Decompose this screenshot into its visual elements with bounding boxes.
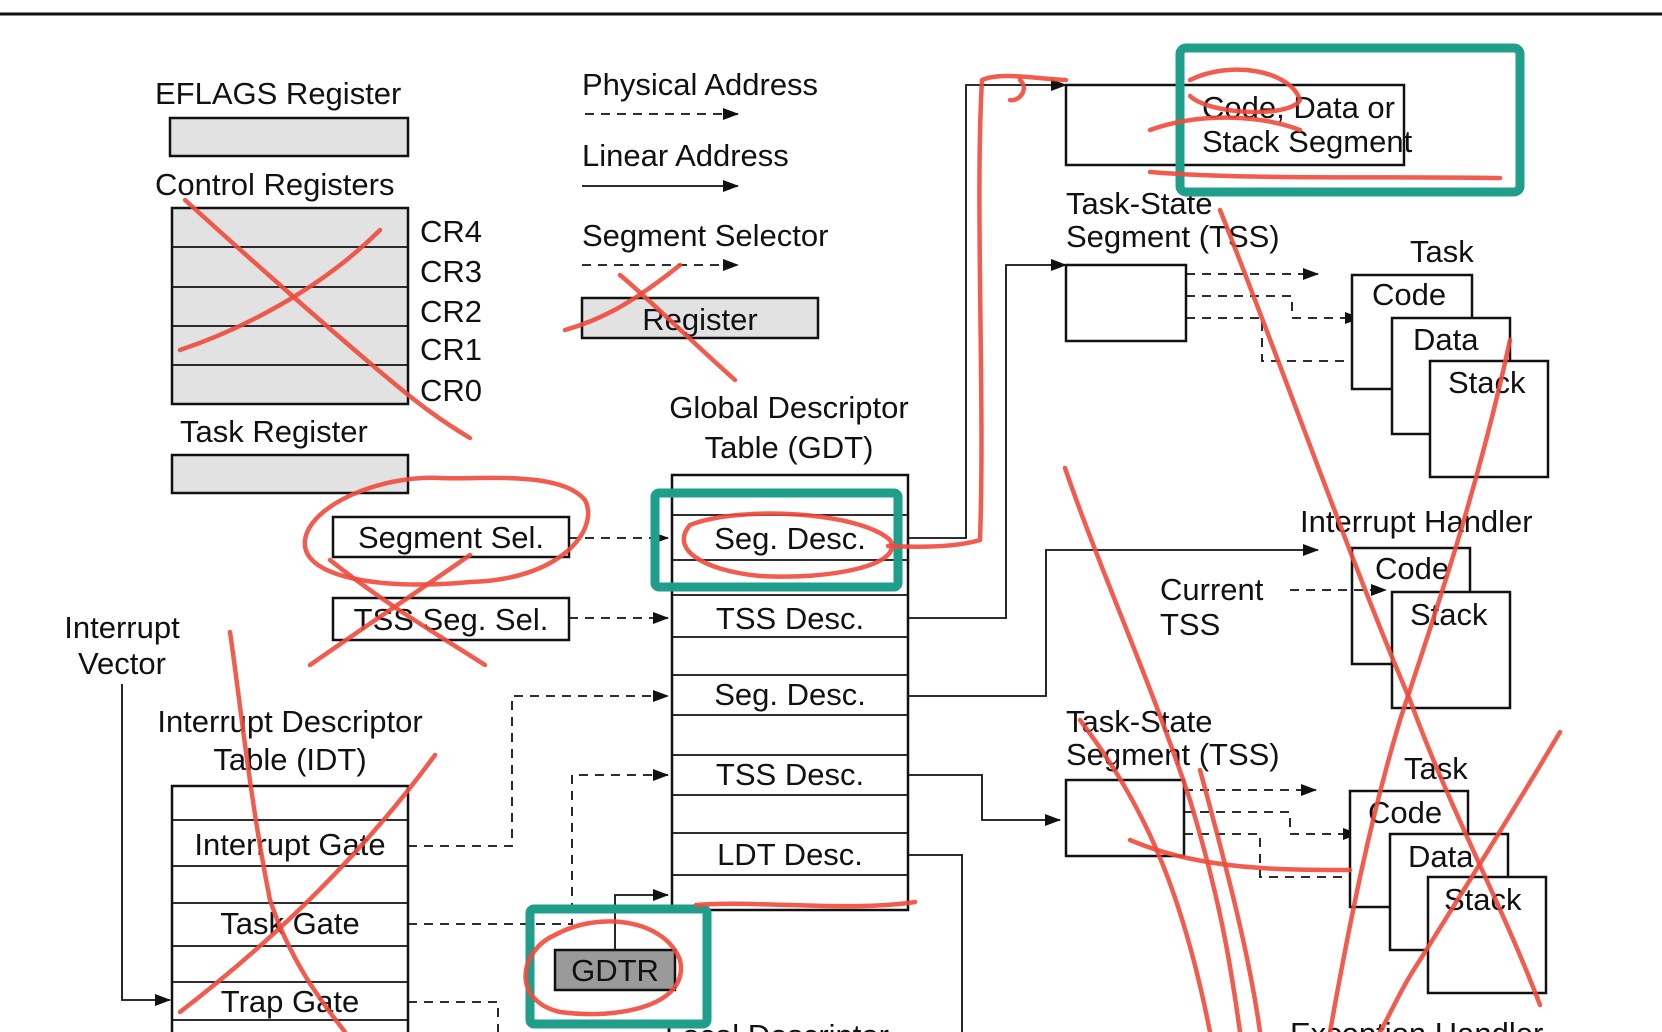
code-data-stack-segment-box (1064, 83, 1406, 167)
gdt-seg-desc-1: Seg. Desc. (714, 521, 866, 556)
idt-task-gate: Task Gate (220, 906, 360, 941)
task-top-stack-box (1428, 359, 1550, 479)
control-registers-label: Control Registers (155, 167, 394, 202)
interrupt-handler-stack: Stack (1410, 597, 1488, 632)
idt-trap-gate: Trap Gate (221, 984, 359, 1019)
tss-selector-label: TSS Seg. Sel. (354, 602, 549, 637)
task-top-data: Data (1413, 322, 1479, 357)
tss-bottom-box (1064, 778, 1186, 858)
legend-linear-address: Linear Address (582, 138, 789, 173)
highlight-gdtr (525, 904, 712, 1029)
interrupt-handler-code: Code (1375, 551, 1449, 586)
red-annotation-marks (177, 67, 1563, 1032)
tss-top-title-2: Segment (TSS) (1066, 219, 1280, 254)
legend-physical-address: Physical Address (582, 67, 818, 102)
ldt-title-partial: Local Descriptor (665, 1018, 889, 1032)
gdt-table (670, 473, 910, 912)
idt-interrupt-gate: Interrupt Gate (194, 827, 385, 862)
interrupt-handler-stack-box (1390, 590, 1512, 710)
code-data-stack-label-2: Stack Segment (1202, 124, 1413, 159)
exception-handler-title-partial: Exception Handler (1290, 1016, 1543, 1032)
tss-selector-box (331, 596, 571, 642)
cr0-label: CR0 (420, 373, 482, 408)
task-top-code: Code (1372, 277, 1446, 312)
gdt-ldt-desc: LDT Desc. (717, 837, 863, 872)
task-top-stack: Stack (1448, 365, 1526, 400)
interrupt-vector-label-2: Vector (78, 646, 166, 681)
highlight-seg-desc (650, 488, 903, 592)
legend-register-label: Register (642, 302, 757, 337)
gdt-tss-desc-1: TSS Desc. (716, 601, 864, 636)
gdt-seg-desc-2: Seg. Desc. (714, 677, 866, 712)
cr1-label: CR1 (420, 332, 482, 367)
task-top-title: Task (1410, 234, 1474, 269)
task-register-label: Task Register (180, 414, 368, 449)
cr2-label: CR2 (420, 294, 482, 329)
eflags-register-box (168, 116, 410, 158)
gdt-title-1: Global Descriptor (669, 390, 908, 425)
cr4-label: CR4 (420, 214, 482, 249)
task-bottom-code: Code (1368, 795, 1442, 830)
tss-top-box (1064, 263, 1188, 343)
gdtr-label: GDTR (571, 953, 659, 988)
idt-table (170, 784, 410, 1032)
idt-title-1: Interrupt Descriptor (157, 704, 422, 739)
eflags-label: EFLAGS Register (155, 76, 401, 111)
cr3-label: CR3 (420, 254, 482, 289)
current-tss-label-2: TSS (1160, 607, 1220, 642)
segment-selector-label: Segment Sel. (358, 520, 544, 555)
gdt-tss-desc-2: TSS Desc. (716, 757, 864, 792)
idt-title-2: Table (IDT) (213, 742, 366, 777)
task-bottom-data: Data (1408, 839, 1474, 874)
legend-segment-selector: Segment Selector (582, 218, 828, 253)
interrupt-vector-label-1: Interrupt (64, 610, 180, 645)
current-tss-label-1: Current (1160, 572, 1264, 607)
gdt-title-2: Table (GDT) (705, 430, 874, 465)
segment-selector-box (331, 515, 571, 559)
